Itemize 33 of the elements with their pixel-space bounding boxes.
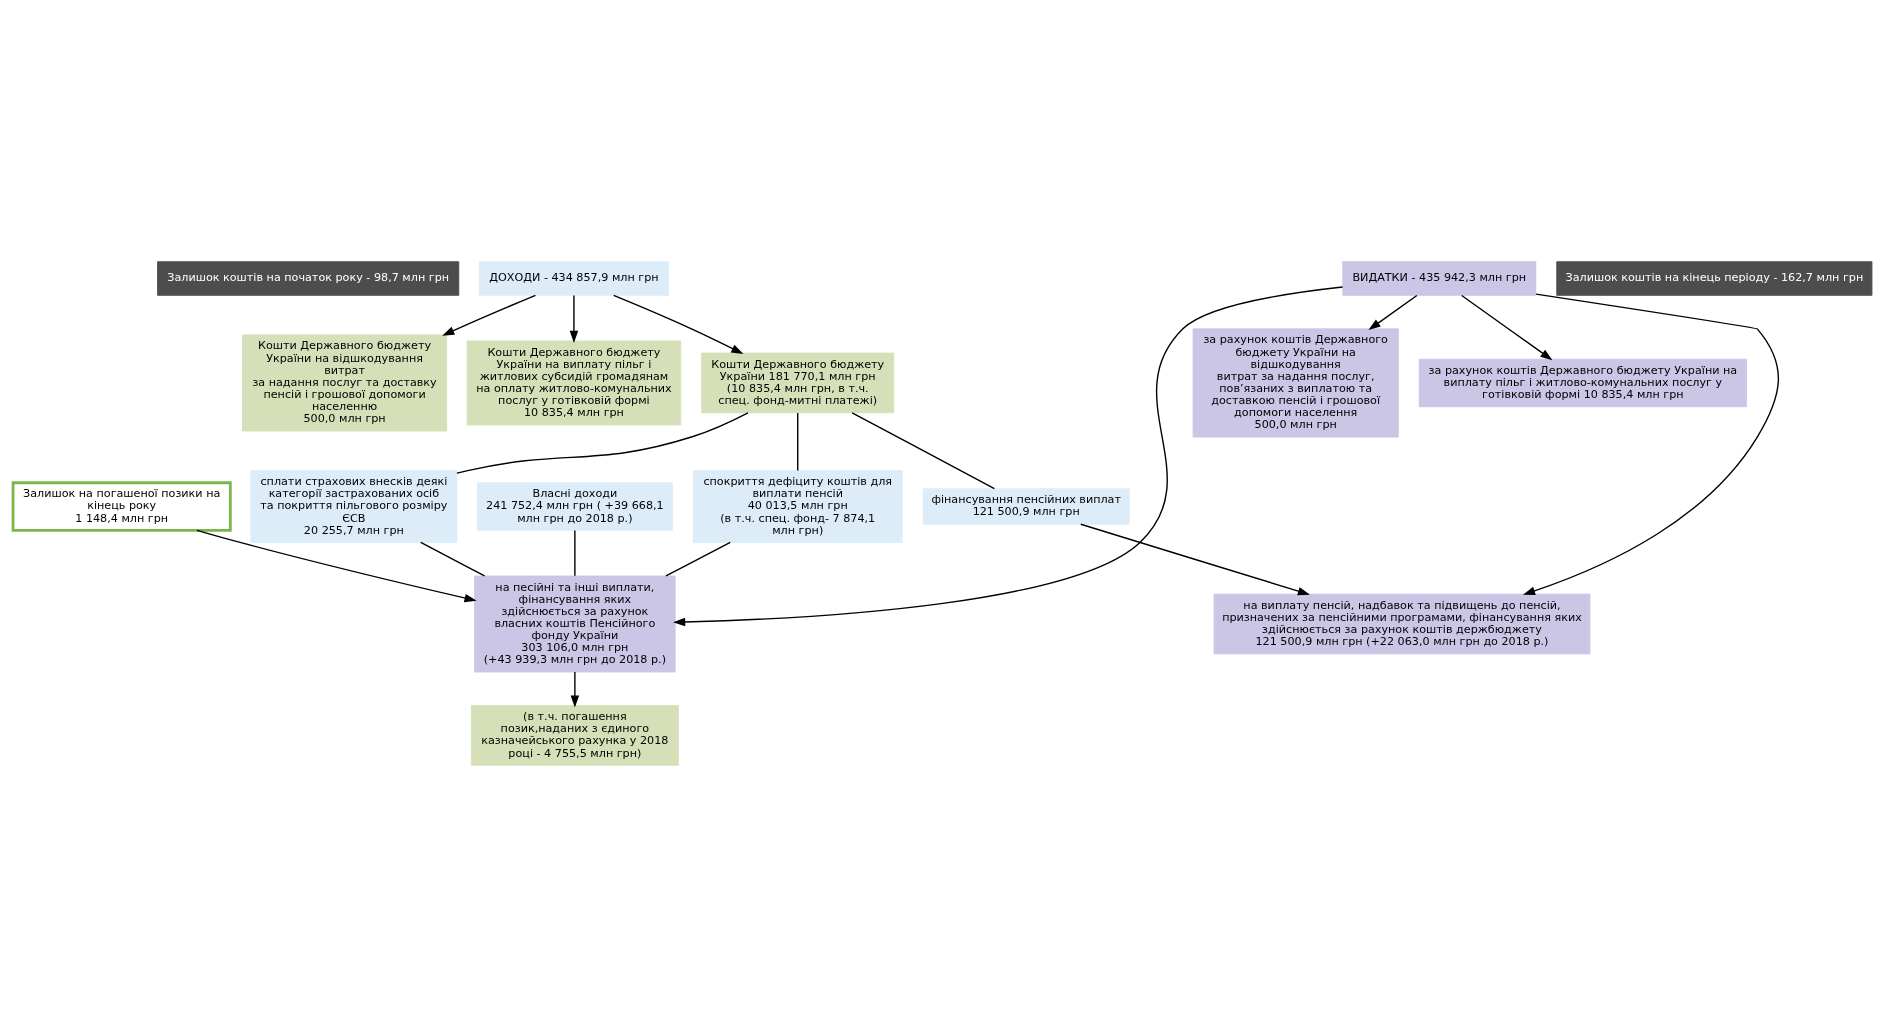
connector <box>665 541 731 577</box>
arrow <box>442 294 537 336</box>
arrow <box>1461 294 1553 361</box>
connector <box>574 529 576 577</box>
connector <box>456 412 749 474</box>
node-box: спокриття дефіциту коштів для виплати пенсій 40 013,5 млн грн (в т.ч. спец. фонд- 7 874,1 млн грн) <box>692 470 903 543</box>
connector <box>797 412 799 472</box>
arrow <box>612 294 744 354</box>
node-box: Кошти Державного бюджету України 181 770,1 млн грн (10 835,4 млн грн, в т.ч. спец. фонд-митні платежі) <box>701 352 895 414</box>
arrow <box>570 671 580 708</box>
node-box: Кошти Державного бюджету України на виплату пільг і житлових субсидій громадянам на оплату житлово-комунальних послуг у готівковій формі 10 835,4 млн грн <box>466 340 682 426</box>
node-box: за рахунок коштів Державного бюджету України на відшкодування витрат за надання послуг, пов’язаних з виплатою та доставкою пенсій і грошової допомоги населення 500,0 млн грн <box>1192 328 1399 438</box>
arrow <box>1368 294 1418 330</box>
connector <box>420 541 486 577</box>
arrow <box>673 286 1344 627</box>
node-box: ВИДАТКИ - 435 942,3 млн грн <box>1342 261 1537 296</box>
node-box: Залишок коштів на кінець періоду - 162,7 млн грн <box>1556 261 1873 296</box>
node-box: на песійні та інші виплати, фінансування яких здійснюється за рахунок власних коштів Пенсійного фонду України 303 106,0 млн грн (+43 939,3 млн грн до 2018 р.) <box>474 575 676 673</box>
node-box: фінансування пенсійних виплат 121 500,9 млн грн <box>922 488 1130 525</box>
node-box: (в т.ч. погашення позик,наданих з єдиного казначейського рахунка у 2018 році - 4 755,5 млн грн) <box>470 705 679 766</box>
node-box: на виплату пенсій, надбавок та підвищень до пенсій, призначених за пенсійними програмами, фінансування яких здійснюється за рахунок коштів держбюджету 121 500,9 млн грн (+22 063,0 млн грн до 2018 р.) <box>1213 593 1591 655</box>
arrow <box>569 294 579 343</box>
node-box: Кошти Державного бюджету України на відшкодування витрат за надання послуг та доставку пенсій і грошової допомоги населенню 500,0 млн грн <box>241 334 448 432</box>
arrow <box>1522 293 1779 595</box>
node-box: Власні доходи 241 752,4 млн грн ( +39 668,1 млн грн до 2018 р.) <box>476 482 673 531</box>
arrow <box>196 529 477 603</box>
arrow <box>1080 523 1310 596</box>
connector <box>851 412 996 490</box>
node-box: Залишок коштів на початок року - 98,7 млн грн <box>157 261 460 296</box>
node-box: Залишок на погашеної позики на кінець року 1 148,4 млн грн <box>11 481 232 532</box>
node-box: сплати страхових внесків деякі категорії застрахованих осіб та покриття пільгового розміру ЄСВ 20 255,7 млн грн <box>250 470 458 543</box>
node-box: за рахунок коштів Державного бюджету України на виплату пільг і житлово-комунальних послуг у готівковій формі 10 835,4 млн грн <box>1418 358 1747 408</box>
node-box: ДОХОДИ - 434 857,9 млн грн <box>478 261 670 296</box>
